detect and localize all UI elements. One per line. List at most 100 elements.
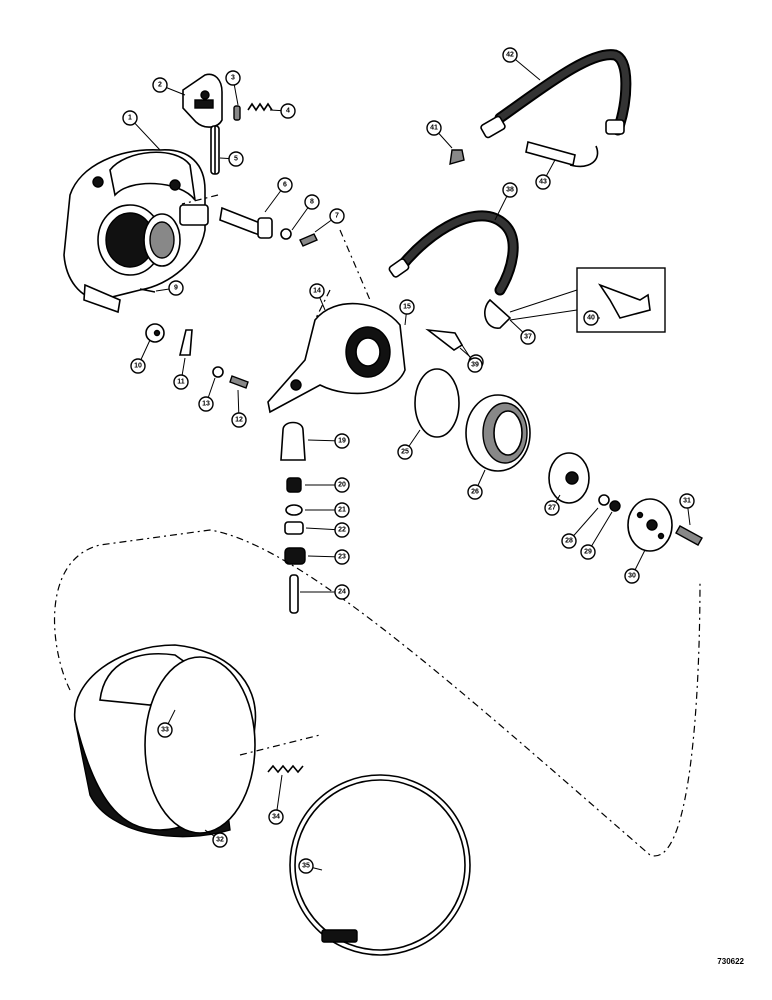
callout-circle-38 [502,182,518,198]
bolt-31 [675,525,703,546]
washer-8 [280,228,292,240]
spring-4 [247,102,273,112]
callout-14: 14 [309,283,326,311]
spring-34 [267,764,304,774]
callout-33: 33 [157,709,176,738]
callout-circle-19 [334,433,350,449]
callout-circle-5 [228,151,244,167]
elbow-16 [425,328,464,351]
callout-circle-1 [122,110,138,126]
callout-label-7: 7 [335,213,339,220]
callout-label-12: 12 [235,417,243,424]
callout-label-24: 24 [338,589,346,596]
callout-label-40: 40 [587,315,595,322]
callout-42: 42 [502,47,541,81]
callout-37: 37 [509,319,536,345]
callout-19: 19 [307,433,350,449]
callout-6: 6 [264,177,293,213]
brake-band-35 [289,774,471,956]
callout-label-31: 31 [683,498,691,505]
callout-label-19: 19 [338,438,346,445]
callout-31: 31 [679,493,695,526]
seal-29 [609,500,621,512]
callout-27: 27 [544,494,561,516]
callout-11: 11 [173,357,189,390]
callout-circle-25 [397,444,413,460]
callout-34: 34 [268,774,284,825]
callout-label-20: 20 [338,482,346,489]
callout-35: 35 [298,858,323,874]
callout-label-43: 43 [539,179,547,186]
callout-label-22: 22 [338,527,346,534]
callout-circle-39 [467,357,483,373]
callout-label-5: 5 [234,156,238,163]
callout-label-21: 21 [338,507,346,514]
callout-circle-26 [467,484,483,500]
callout-label-37: 37 [524,334,532,341]
bolt-12 [229,375,249,389]
callout-4: 4 [269,103,296,119]
callout-label-8: 8 [310,199,314,206]
callout-circle-6 [277,177,293,193]
bearing-26 [465,394,531,472]
callout-5: 5 [219,151,244,167]
callout-label-11: 11 [177,379,185,386]
callout-15: 15 [399,299,415,326]
callout-label-10: 10 [134,363,142,370]
callout-circle-11 [173,374,189,390]
callout-label-33: 33 [161,727,169,734]
callout-label-2: 2 [158,82,162,89]
washer-13 [212,366,224,378]
arm-11 [178,329,193,356]
callout-circle-9 [168,280,184,296]
callout-label-9: 9 [174,285,178,292]
callout-circle-30 [624,568,640,584]
callout-label-23: 23 [338,554,346,561]
callout-label-4: 4 [286,108,290,115]
callout-43: 43 [535,159,556,190]
pin-9 [139,288,156,293]
callout-circle-29 [580,544,596,560]
callout-label-27: 27 [548,505,556,512]
callout-29: 29 [580,511,613,560]
callout-28: 28 [561,507,599,549]
callout-30: 30 [624,549,646,584]
callout-3: 3 [225,70,241,106]
callout-39: 39 [461,344,483,373]
callout-label-1: 1 [128,115,132,122]
callout-circle-4 [280,103,296,119]
link-6 [219,206,273,239]
snap-ring-25 [414,368,460,438]
callout-circle-35 [298,858,314,874]
callout-group: 1234567891011121314151619202122232425262… [122,47,695,874]
brake-lever [182,73,223,128]
callout-circle-34 [268,809,284,825]
callout-22: 22 [305,522,350,538]
callout-20: 20 [305,477,350,493]
valve-19 [280,421,306,461]
callout-circle-21 [334,502,350,518]
callout-label-29: 29 [584,549,592,556]
callout-label-38: 38 [506,187,514,194]
callout-1: 1 [122,110,161,151]
hose-42 [480,49,632,167]
callout-circle-7 [329,208,345,224]
callout-label-14: 14 [313,288,321,295]
callout-41: 41 [426,120,453,149]
callout-label-28: 28 [565,538,573,545]
callout-26: 26 [467,469,486,500]
callout-circle-8 [304,194,320,210]
callout-circle-14 [309,283,325,299]
callout-10: 10 [130,339,151,374]
brake-drum-32 [73,644,257,838]
callout-12: 12 [231,389,247,428]
bolt-7 [299,233,318,247]
callout-label-30: 30 [628,573,636,580]
callout-circle-43 [535,174,551,190]
fitting-43 [525,140,576,167]
callout-circle-33 [157,722,173,738]
callout-label-39: 39 [471,362,479,369]
callout-circle-31 [679,493,695,509]
brake-housing [63,149,209,314]
